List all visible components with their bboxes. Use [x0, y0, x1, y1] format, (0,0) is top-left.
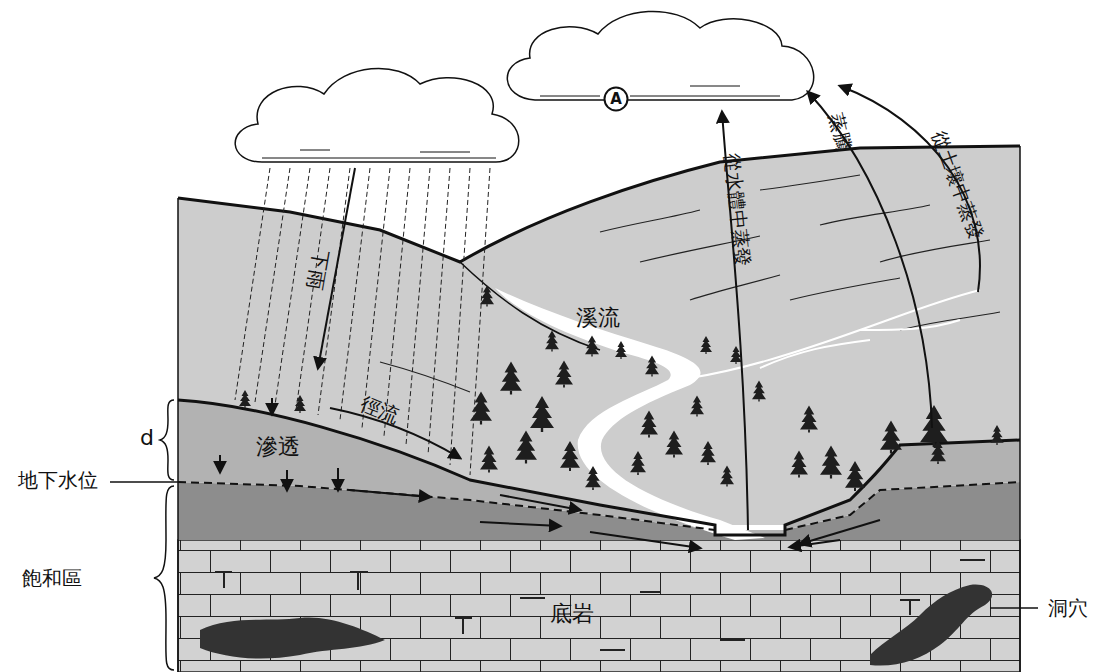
circled-marker: A [603, 86, 629, 112]
rain-cloud [235, 68, 519, 162]
zone-label: 飽和區 [22, 568, 82, 588]
cave [200, 618, 385, 659]
dimension-label: d [140, 427, 154, 449]
brackets [110, 400, 1038, 670]
marker-letter: A [603, 86, 629, 112]
block-edges [178, 146, 1020, 672]
cloud-lines [262, 150, 496, 158]
vapor-cloud [507, 11, 813, 100]
process-label: 滲透 [256, 436, 300, 458]
rain-streaks [235, 168, 490, 475]
zone-label: 地下水位 [18, 470, 98, 490]
flow-arrows [220, 86, 980, 548]
feature-label: 洞穴 [1048, 598, 1088, 618]
process-label: 下雨 [305, 249, 332, 292]
water-table-line [178, 482, 1020, 530]
tributaries [690, 290, 980, 378]
stream-label: 溪流 [576, 307, 620, 329]
contour-lines [380, 175, 1000, 392]
trees [239, 286, 1004, 492]
layer-label: 底岩 [550, 603, 594, 625]
process-label: 蒸騰 [826, 111, 854, 152]
cave [870, 585, 992, 666]
ground-line [178, 400, 1020, 535]
bedrock-layer [178, 540, 1020, 672]
stream [495, 288, 765, 540]
cloud-lines [540, 86, 780, 96]
